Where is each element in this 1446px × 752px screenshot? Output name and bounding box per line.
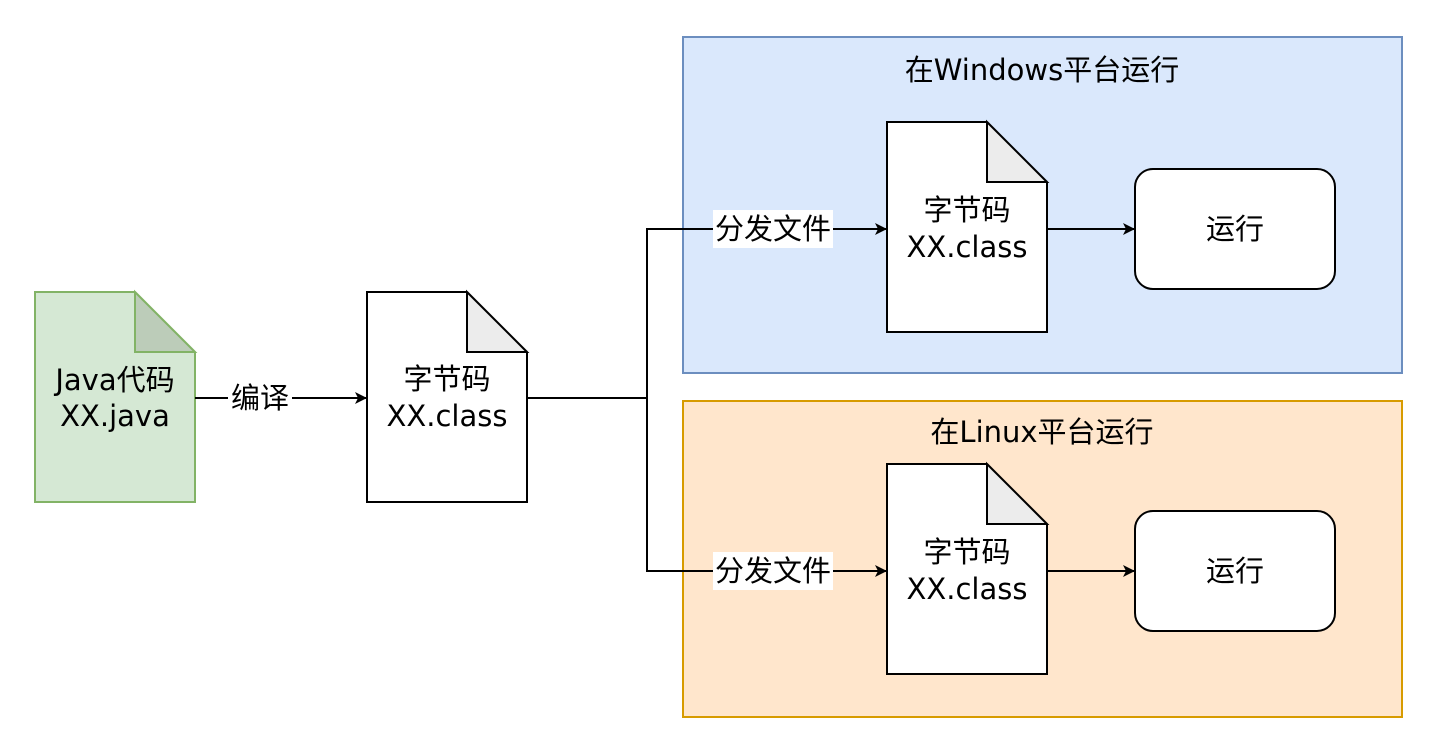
java-source-file-body	[34, 291, 196, 503]
bytecode-file: 字节码 XX.class	[366, 289, 530, 503]
linux-bytecode-file: 字节码 XX.class	[886, 461, 1050, 675]
windows-edge-label-bg	[713, 210, 833, 248]
linux-edge-label-bg	[713, 552, 833, 590]
bytecode-file-line2: XX.class	[387, 399, 508, 433]
java-source-file-fold	[134, 289, 198, 353]
bytecode-file-line1: 字节码	[403, 362, 490, 396]
compile-edge-label: 编译	[231, 381, 289, 415]
java-source-file: Java代码 XX.java	[34, 289, 198, 503]
windows-edge-label: 分发文件	[715, 212, 831, 246]
bytecode-file-body	[366, 291, 528, 503]
linux-edge-label: 分发文件	[715, 554, 831, 588]
java-source-file-line1: Java代码	[53, 363, 174, 397]
compile-edge-label-bg	[228, 380, 292, 414]
windows-bytecode-file-fold	[986, 119, 1050, 183]
linux-bytecode-file-line2: XX.class	[907, 572, 1028, 606]
linux-bytecode-file-fold	[986, 461, 1050, 525]
windows-bytecode-file-line1: 字节码	[923, 193, 1010, 227]
bytecode-file-fold	[466, 289, 530, 353]
linux-run-box	[1134, 510, 1336, 632]
windows-platform-title: 在Windows平台运行	[905, 53, 1179, 87]
windows-bytecode-file: 字节码 XX.class	[886, 119, 1050, 333]
windows-run-label: 运行	[1206, 212, 1264, 246]
windows-bytecode-file-line2: XX.class	[907, 230, 1028, 264]
windows-run-box	[1134, 168, 1336, 290]
java-source-file-line2: XX.java	[60, 399, 170, 433]
linux-platform-title: 在Linux平台运行	[930, 415, 1153, 449]
linux-bytecode-file-line1: 字节码	[923, 535, 1010, 569]
linux-run-label: 运行	[1206, 554, 1264, 588]
